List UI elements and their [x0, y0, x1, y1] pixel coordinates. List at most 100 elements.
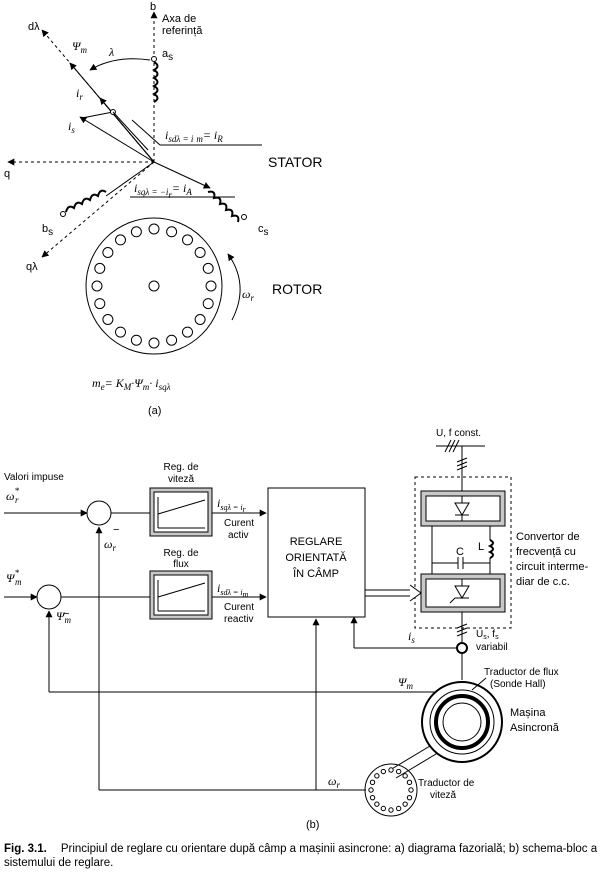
rotor-center	[148, 280, 160, 292]
lambda-arc	[89, 58, 151, 71]
output-tick	[456, 627, 468, 633]
curent-activ-label-2: activ	[228, 530, 249, 541]
rotor-slot	[182, 234, 194, 246]
psi-ref-label: Ψ*m	[6, 568, 22, 587]
rotor-slot	[94, 262, 106, 274]
rotor-slot	[94, 298, 106, 310]
foc-label-2: ORIENTATĂ	[285, 551, 347, 564]
isd-equation: isdλ = i m= iR	[165, 128, 223, 144]
converter-frame	[414, 476, 512, 629]
output-tick	[456, 631, 468, 637]
rotor-slot	[148, 223, 160, 235]
encoder-slot	[368, 787, 374, 793]
reg-viteza-label-2: viteză	[168, 474, 195, 485]
as-label: as	[162, 48, 173, 63]
L-label: L	[478, 541, 484, 553]
stator-label: STATOR	[268, 154, 322, 170]
encoder-slot	[388, 807, 394, 813]
coil-c	[207, 190, 240, 223]
isq-output-label: isqλ = ir	[217, 496, 247, 514]
encoder-slot	[369, 779, 376, 786]
bs-terminal	[60, 211, 66, 217]
thyristor-gate	[449, 597, 456, 604]
encoder-slot	[406, 779, 413, 786]
ir-vector	[99, 97, 155, 163]
rotor-outline	[85, 217, 223, 355]
axa-label: Axa de	[162, 13, 196, 25]
supply-tick	[452, 439, 460, 453]
coil-b	[65, 189, 107, 213]
rotor-slot	[202, 262, 214, 274]
figure-label: Fig. 3.1.	[4, 843, 47, 855]
encoder-slot	[374, 801, 380, 807]
feed-tick	[456, 457, 468, 463]
flux-reg-curve	[157, 582, 206, 598]
reg-viteza-label-1: Reg. de	[163, 462, 198, 473]
torque-formula: me= KM·Ψm· isqλ	[92, 376, 171, 392]
flux-sensor-label-1: Traductor de flux	[484, 667, 559, 678]
psi-m-label: Ψm	[72, 39, 87, 55]
flux-sensor-label-2: (Sonde Hall)	[490, 679, 546, 690]
motor-label-2: Asincronă	[510, 722, 560, 734]
omega-r-label: ωr	[242, 287, 254, 303]
rotor-slot	[114, 234, 126, 246]
encoder-slot	[395, 768, 402, 775]
valori-label: Valori impuse	[4, 472, 64, 483]
omega-feedback-label: ωr	[104, 537, 116, 553]
converter-label-2: frecvență cu	[516, 546, 576, 558]
rotor-slot	[102, 246, 114, 258]
rotor-label: ROTOR	[272, 281, 322, 297]
referinta-label: referință	[162, 25, 203, 37]
speed-summing-junction	[86, 500, 112, 526]
is-feedback-label: is	[408, 629, 415, 645]
curent-reactiv-label-1: Curent	[224, 602, 254, 613]
figure-text: Principiul de reglare cu orientare după …	[4, 843, 598, 869]
encoder-slot	[395, 805, 402, 812]
speed-regulator-inner	[153, 491, 209, 533]
is-label: is	[68, 119, 75, 135]
feed-tick	[456, 461, 468, 467]
ia-vector	[153, 161, 211, 189]
rotor-slot	[202, 298, 214, 310]
psi-feedback-label: Ψm	[56, 609, 71, 625]
rotor-slot	[166, 334, 178, 346]
speed-reg-curve	[157, 499, 206, 515]
rotor-slot	[130, 334, 142, 346]
encoder-slot	[408, 787, 414, 793]
rotor-slot	[148, 337, 160, 349]
reg-flux-label-2: flux	[173, 559, 189, 570]
isq-equation: isqλ = −ir= iA	[134, 181, 192, 200]
foc-block	[267, 487, 366, 618]
part-b-tag: (b)	[306, 819, 319, 831]
isd-leader	[131, 119, 161, 146]
foc-output-arrowhead	[409, 584, 422, 602]
inductor-L	[487, 539, 494, 559]
ir-label: ir	[76, 86, 83, 102]
figure-caption: Fig. 3.1.Principiul de reglare cu orient…	[4, 842, 604, 870]
construction-line	[112, 111, 149, 151]
encoder-slot	[369, 794, 376, 801]
encoder-slot	[374, 773, 380, 779]
motor-label-1: Mașina	[510, 707, 546, 719]
uf-variable-label-2: variabil	[476, 642, 508, 653]
encoder-slot	[406, 794, 413, 801]
rotor-slot	[166, 226, 178, 238]
bs-label: bs	[42, 223, 53, 238]
output-tick	[456, 623, 468, 629]
omega-r-arc	[227, 253, 241, 321]
converter-label-1: Convertor de	[516, 531, 580, 543]
q-lambda-label: qλ	[26, 261, 38, 273]
current-sensor	[456, 642, 468, 654]
part-a-tag: (a)	[148, 405, 161, 417]
cs-terminal	[241, 214, 247, 220]
supply-tick	[444, 439, 452, 453]
encoder-slot	[402, 801, 408, 807]
flux-regulator-inner	[153, 574, 209, 616]
encoder-slot	[380, 805, 387, 812]
rotor-slot	[194, 246, 206, 258]
supply-label: U, f const.	[436, 428, 481, 439]
reg-flux-label-1: Reg. de	[163, 548, 198, 559]
rotor-slot	[205, 280, 217, 292]
flux-summing-junction	[36, 584, 62, 610]
d-lambda-label: dλ	[28, 21, 40, 33]
